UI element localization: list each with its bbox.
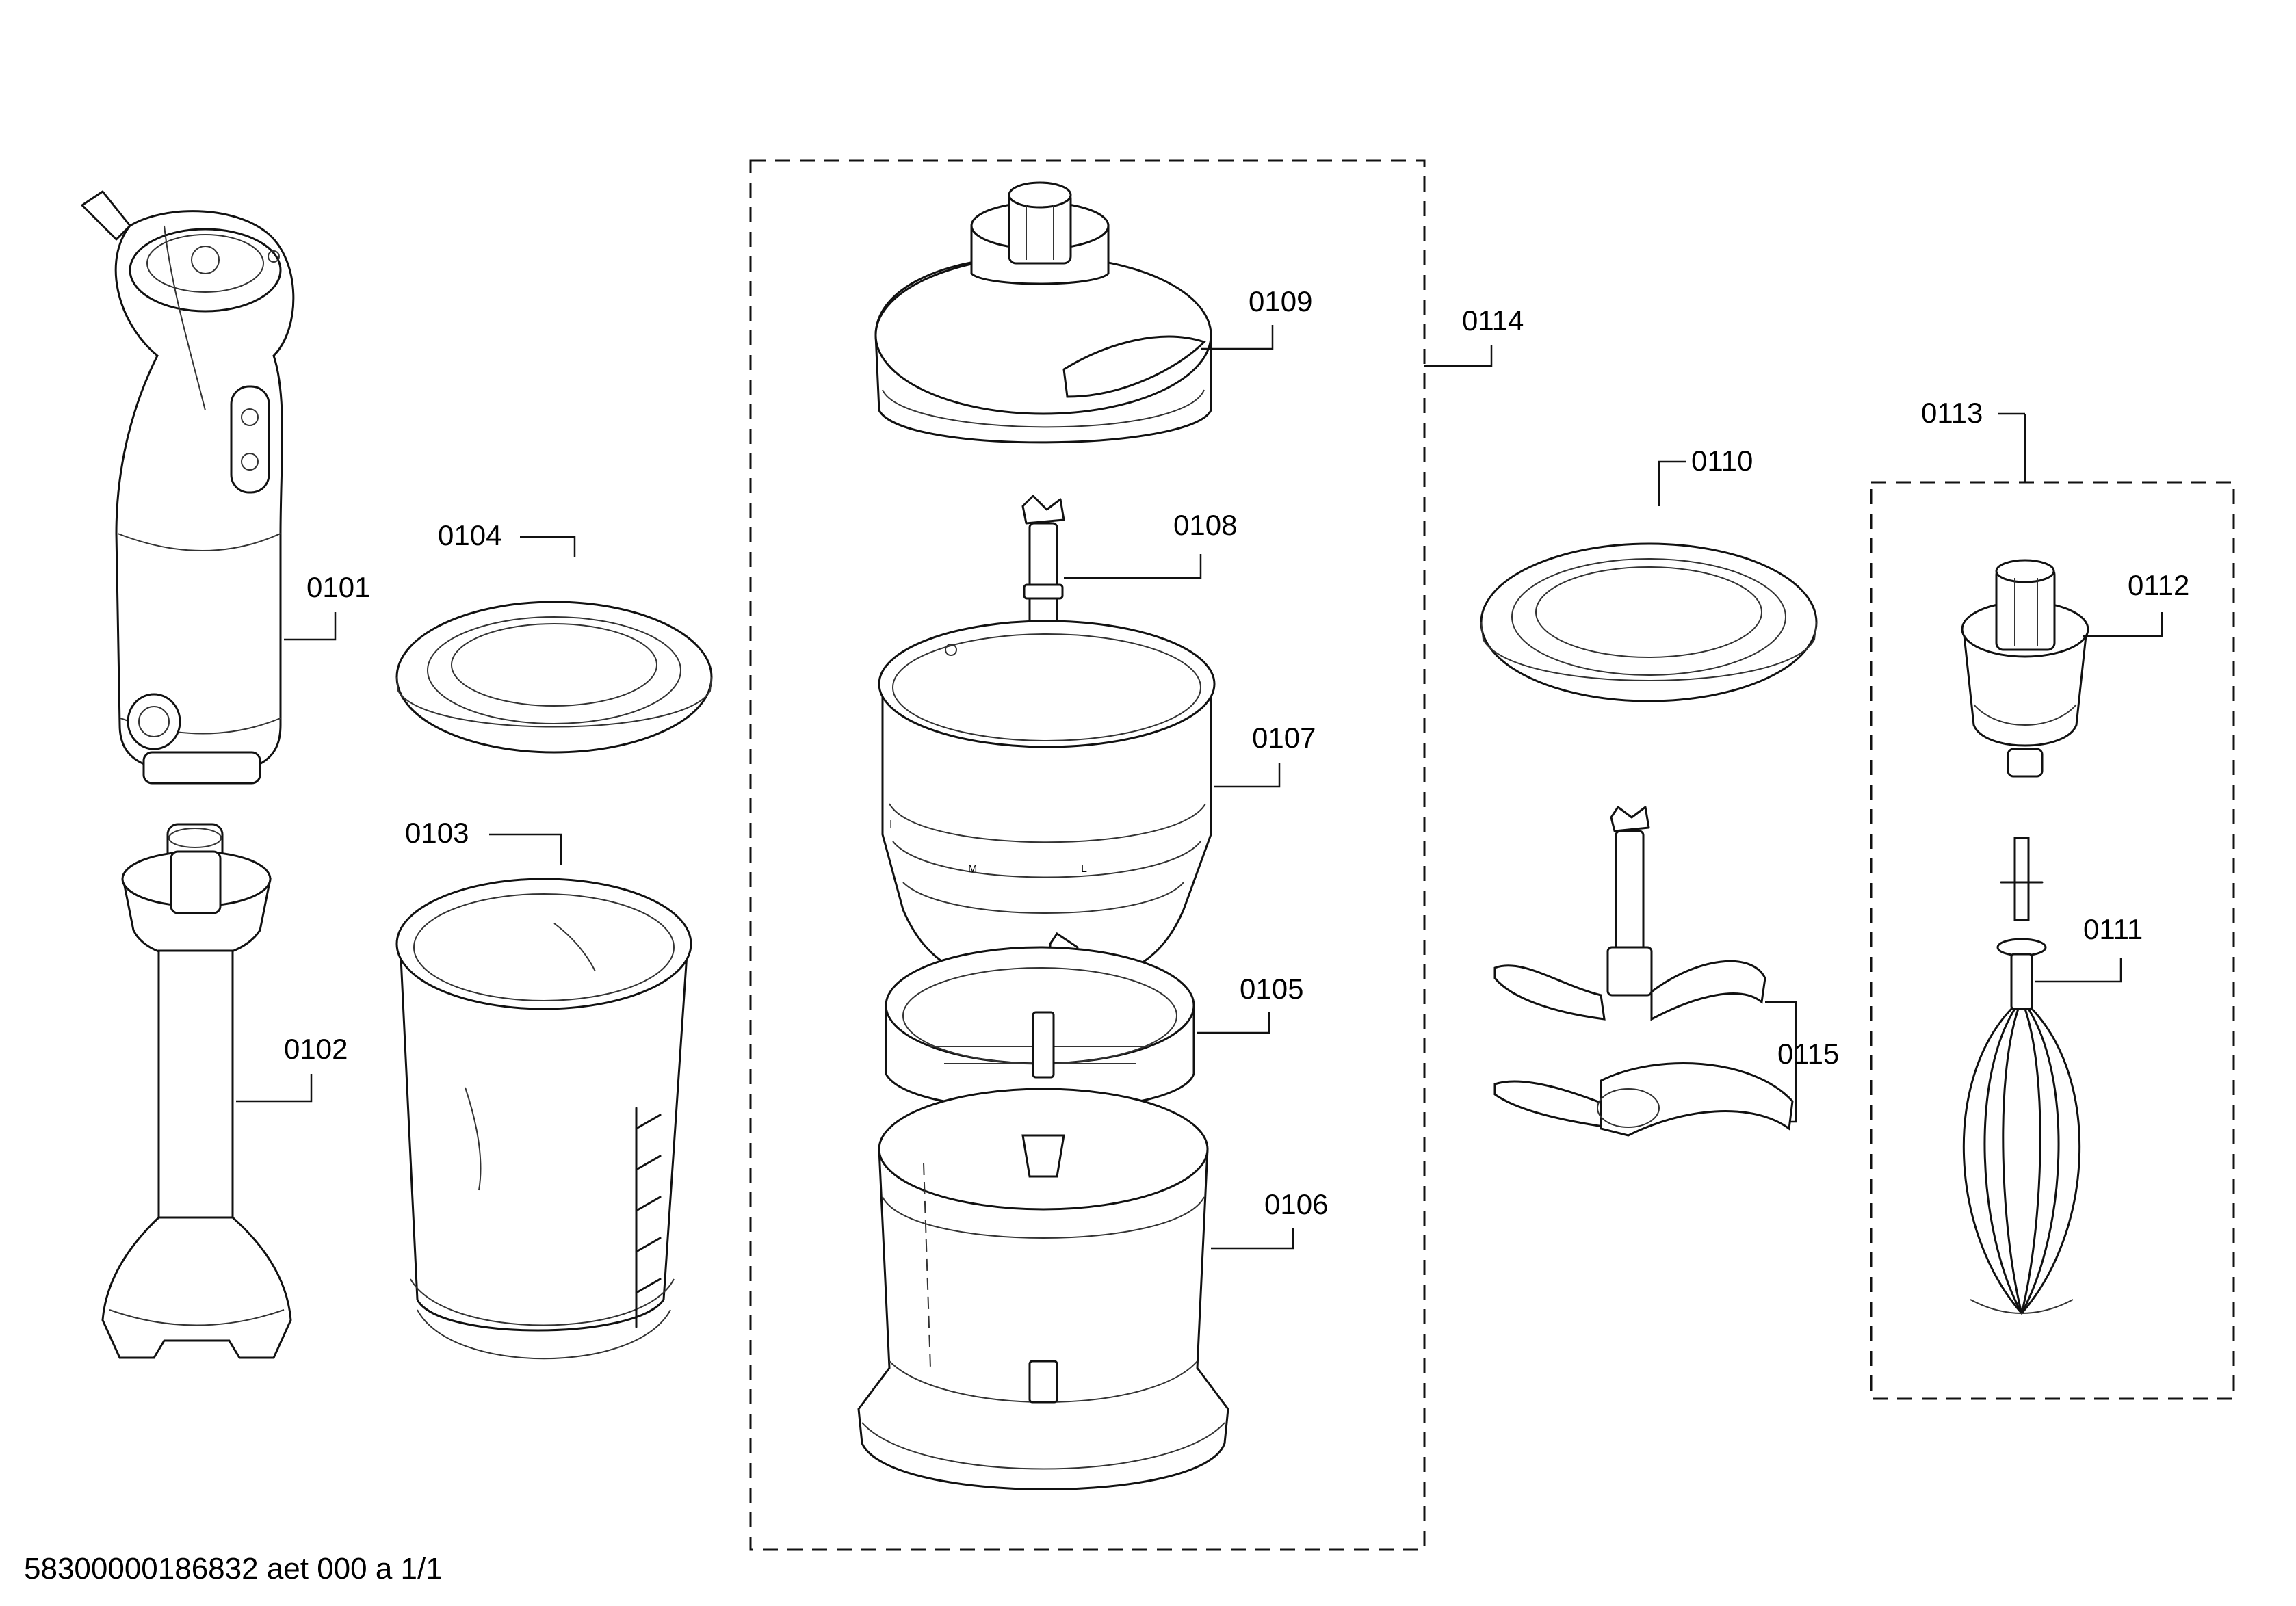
blender-foot-drawing bbox=[101, 823, 292, 1359]
document-footer-code: 58300000186832 aet 000 a 1/1 bbox=[24, 1552, 443, 1585]
label-0104: 0104 bbox=[438, 519, 501, 551]
label-0109: 0109 bbox=[1249, 285, 1312, 317]
label-0114: 0114 bbox=[1462, 304, 1524, 337]
chopper-bowl-drawing bbox=[857, 1088, 1229, 1490]
chopper-cover-drawing bbox=[874, 181, 1212, 444]
group-box-0113 bbox=[1870, 481, 2235, 1400]
label-0101: 0101 bbox=[306, 571, 370, 603]
chopper-gearbox-drawing: I M L bbox=[878, 620, 1216, 990]
label-0113: 0113 bbox=[1921, 397, 1983, 429]
beaker-lid-drawing bbox=[395, 601, 713, 754]
label-0112: 0112 bbox=[2128, 569, 2189, 601]
label-0111: 0111 bbox=[2083, 913, 2143, 945]
label-0115: 0115 bbox=[1777, 1038, 1839, 1070]
chopper-blades-drawing bbox=[1493, 806, 1794, 1137]
chopper-lid-drawing bbox=[1480, 542, 1818, 702]
svg-text:M: M bbox=[968, 863, 977, 875]
label-0102: 0102 bbox=[284, 1033, 348, 1065]
motor-unit-drawing bbox=[81, 190, 295, 785]
svg-text:L: L bbox=[1081, 863, 1087, 875]
label-0105: 0105 bbox=[1240, 973, 1303, 1005]
label-0108: 0108 bbox=[1173, 509, 1237, 541]
leader-lines bbox=[236, 325, 2163, 1250]
label-0106: 0106 bbox=[1264, 1188, 1328, 1220]
whisk-gearbox-drawing bbox=[1961, 559, 2089, 778]
group-box-0114 bbox=[749, 159, 1426, 1551]
svg-text:I: I bbox=[889, 819, 892, 830]
label-0110: 0110 bbox=[1691, 445, 1753, 477]
blade-holder-ring-drawing bbox=[885, 946, 1195, 1111]
label-0103: 0103 bbox=[405, 817, 469, 849]
whisk-drawing bbox=[1962, 837, 2081, 1315]
label-0107: 0107 bbox=[1252, 722, 1316, 754]
beaker-drawing bbox=[395, 878, 692, 1360]
